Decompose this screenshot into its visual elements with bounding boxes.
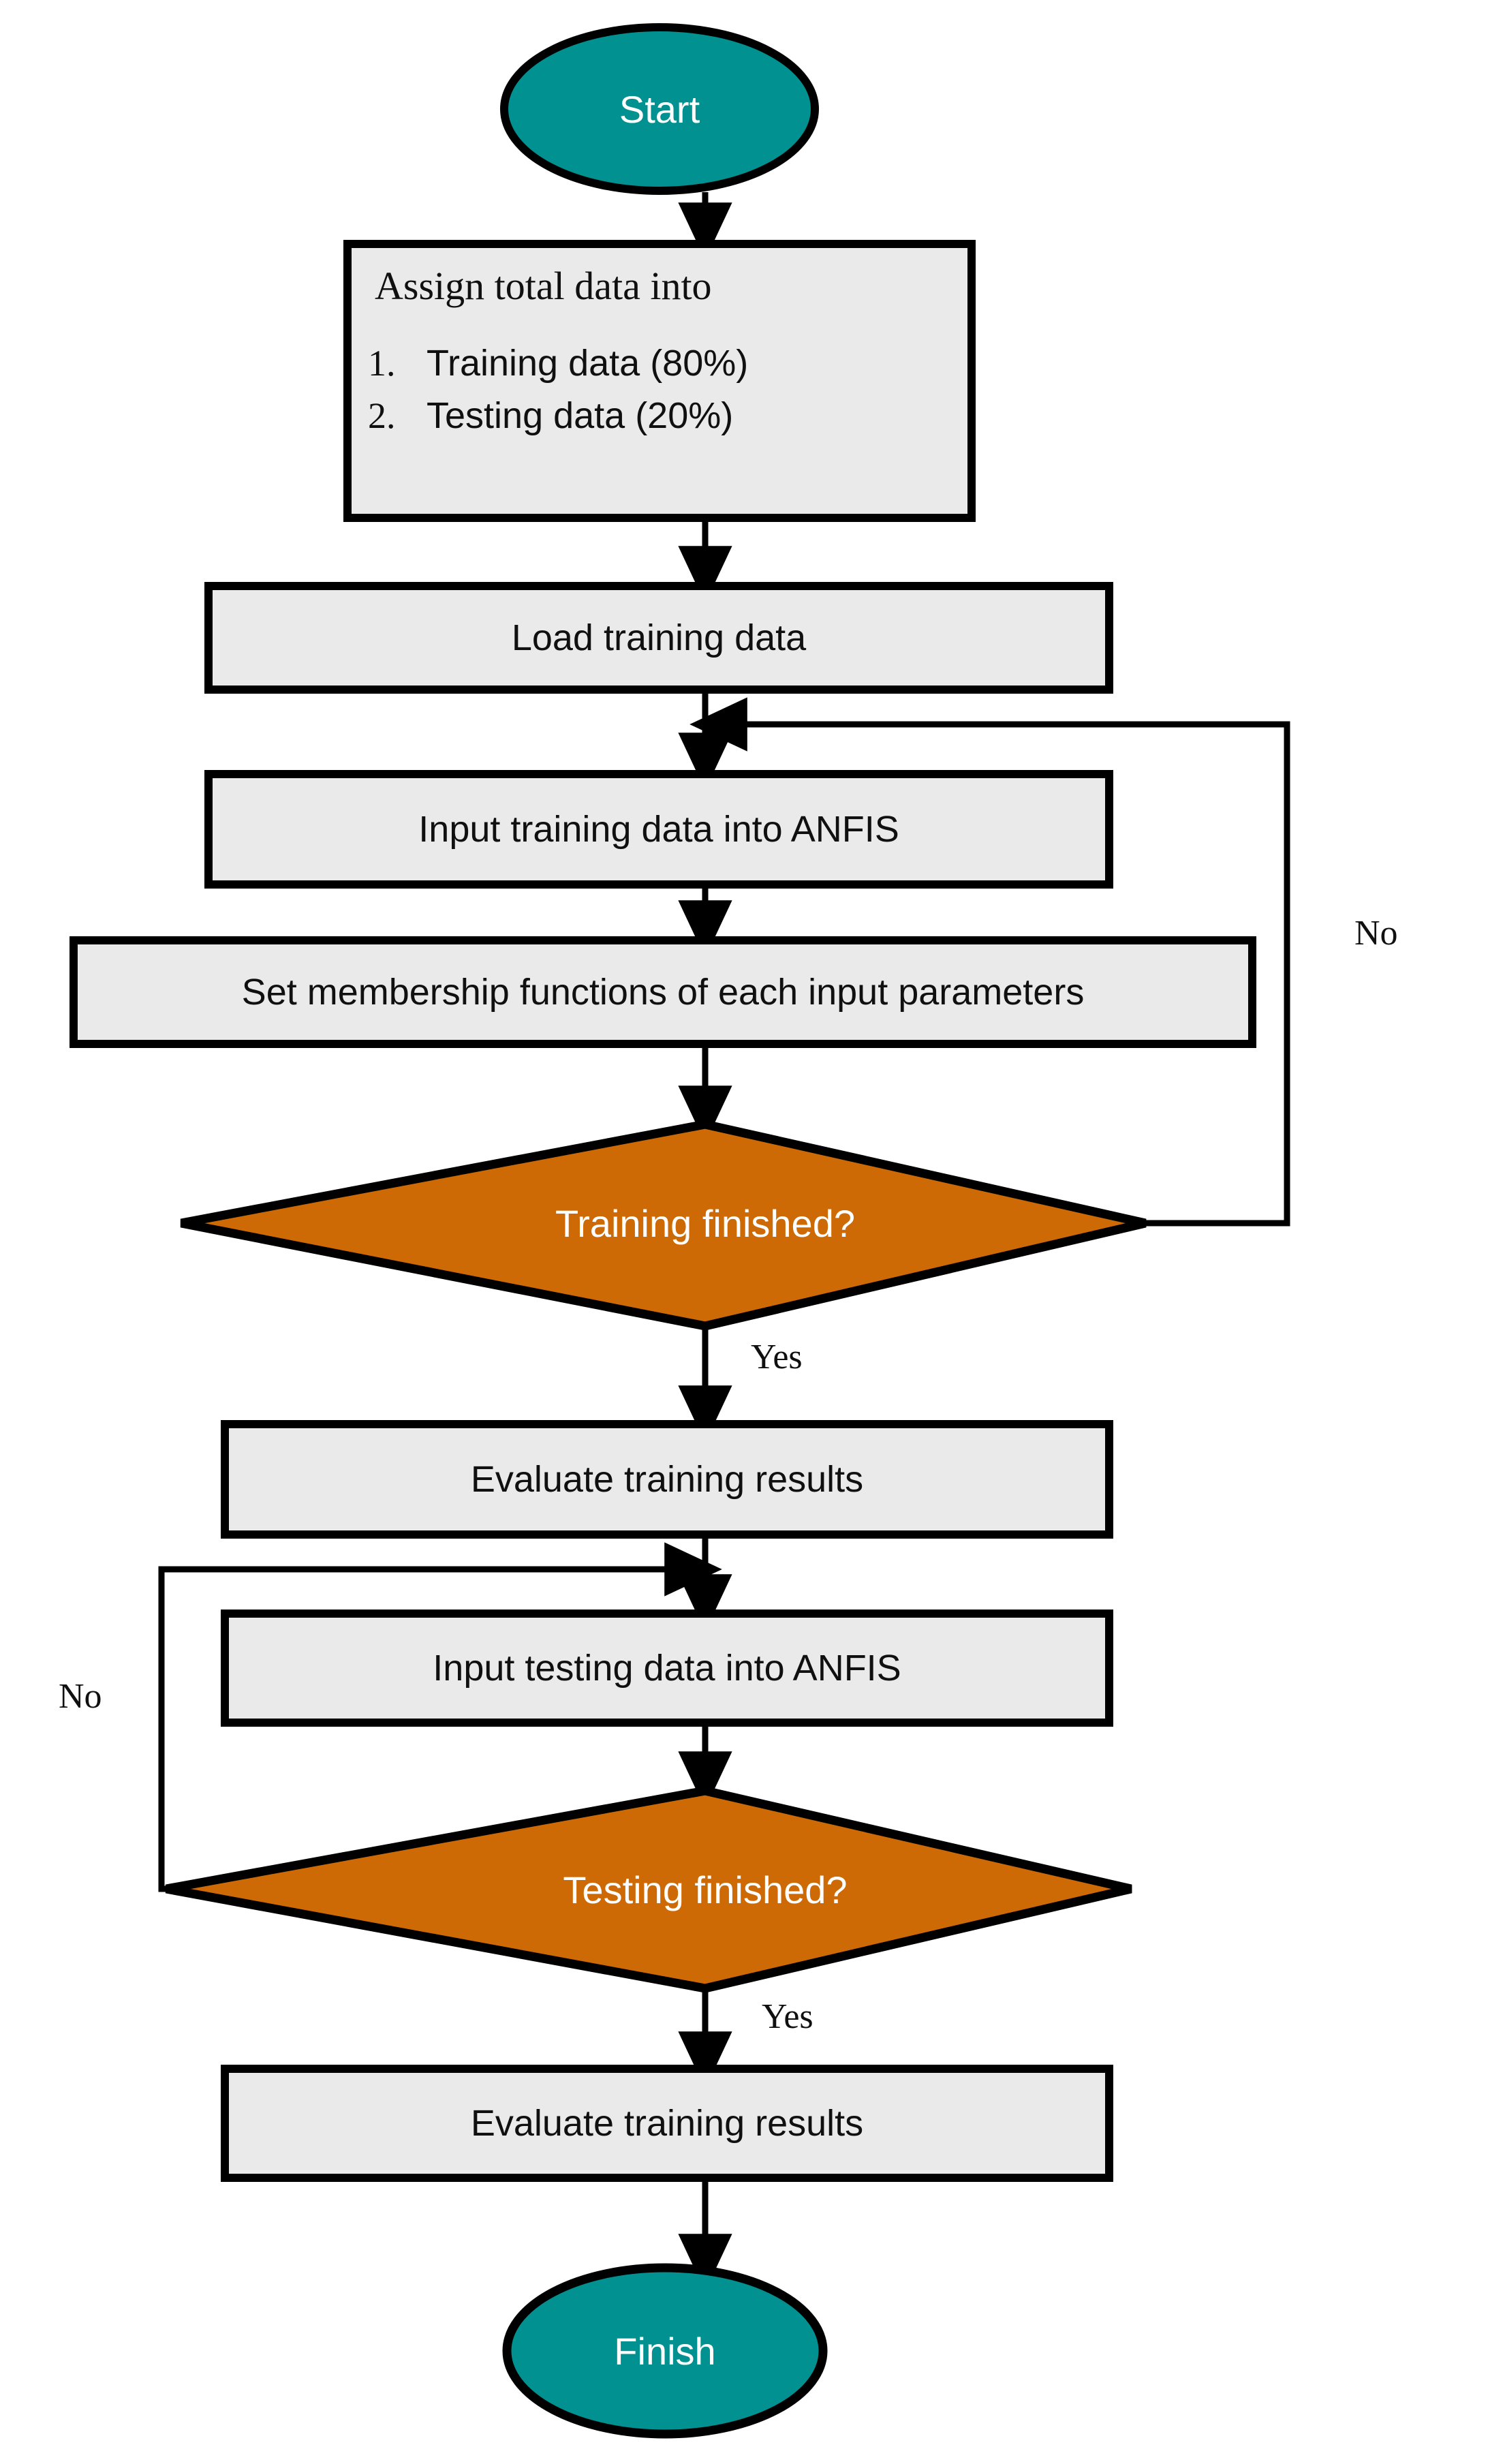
node-finish-shape [502, 2263, 828, 2439]
list-item-text: Testing data (20%) [427, 395, 734, 436]
node-input-testing-shape [221, 1610, 1113, 1727]
node-load-training-shape [204, 582, 1113, 694]
node-assign-content: Assign total data into 1. Training data … [368, 264, 940, 442]
node-eval-training-shape [221, 1420, 1113, 1539]
assign-heading: Assign total data into [375, 264, 712, 308]
edge-label-testing-yes: Yes [762, 1997, 813, 2036]
edge-decision-training-no [689, 697, 1290, 1227]
node-start-shape [500, 23, 819, 195]
list-item-text: Training data (80%) [427, 342, 749, 384]
assign-list: 1. Training data (80%) 2. Testing data (… [368, 337, 940, 442]
edge-label-training-yes: Yes [751, 1338, 803, 1376]
edge-label-training-no: No [1354, 914, 1398, 953]
list-item: 1. Training data (80%) [368, 337, 940, 390]
list-item-number: 1. [368, 342, 396, 384]
edge-label-testing-no: No [59, 1677, 102, 1716]
list-item-number: 2. [368, 395, 396, 436]
node-assign-shape [343, 240, 976, 522]
list-item: 2. Testing data (20%) [368, 390, 940, 442]
edge-decision-testing-no [158, 1542, 722, 1892]
node-input-training-shape [204, 770, 1113, 889]
node-set-mf-shape [69, 936, 1256, 1048]
node-testing-finished-shape [165, 1786, 1132, 1993]
node-eval-testing-shape [221, 2065, 1113, 2182]
node-training-finished-shape [180, 1120, 1147, 1331]
